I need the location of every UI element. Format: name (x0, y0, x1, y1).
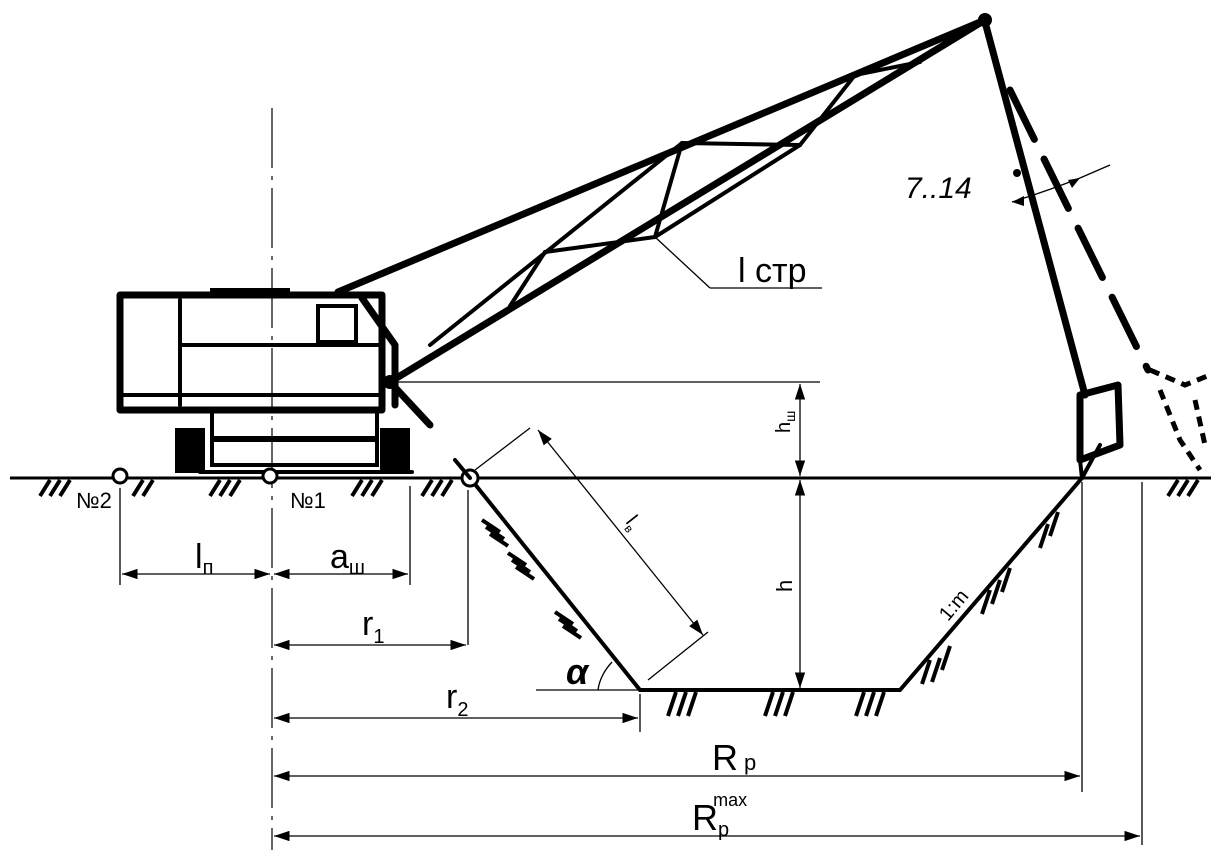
excavator-body (116, 288, 414, 474)
hinge-offset-label: aш (330, 538, 365, 579)
boom (334, 13, 992, 429)
track-pitch-label: lп (195, 538, 213, 579)
hinge-height-dimension (395, 381, 820, 476)
slope-angle-marker (536, 661, 640, 691)
depth-label: h (772, 580, 797, 592)
pivot-1-label: №1 (290, 488, 326, 513)
boom-length-label: l стр (738, 252, 806, 290)
ground-hatching (38, 478, 1200, 717)
bucket-length-dimension (474, 427, 709, 681)
bucket-length-label: lв (619, 512, 645, 536)
pivot-2-label: №2 (76, 488, 112, 513)
slope-label: 1:m (935, 586, 973, 626)
r1-label: r1 (362, 605, 384, 648)
rope-swing-dashed (1006, 86, 1152, 374)
bucket (1076, 381, 1124, 480)
horizontal-dimensions (119, 482, 1143, 845)
alpha-label: α (566, 651, 590, 692)
swing-angle-annotation (1011, 164, 1111, 206)
boom-length-leader (654, 236, 822, 289)
hoist-rope (981, 18, 1089, 399)
pivot-1-marker (261, 467, 279, 485)
hinge-height-label: hш (773, 411, 798, 433)
angle-range-label: 7..14 (905, 172, 972, 205)
r2-label: r2 (446, 678, 468, 721)
reach-max-label: Rрmax (692, 790, 747, 841)
swing-bucket-dashed (1149, 367, 1211, 472)
pivot-2-marker (111, 467, 129, 485)
edge-support (453, 458, 480, 488)
